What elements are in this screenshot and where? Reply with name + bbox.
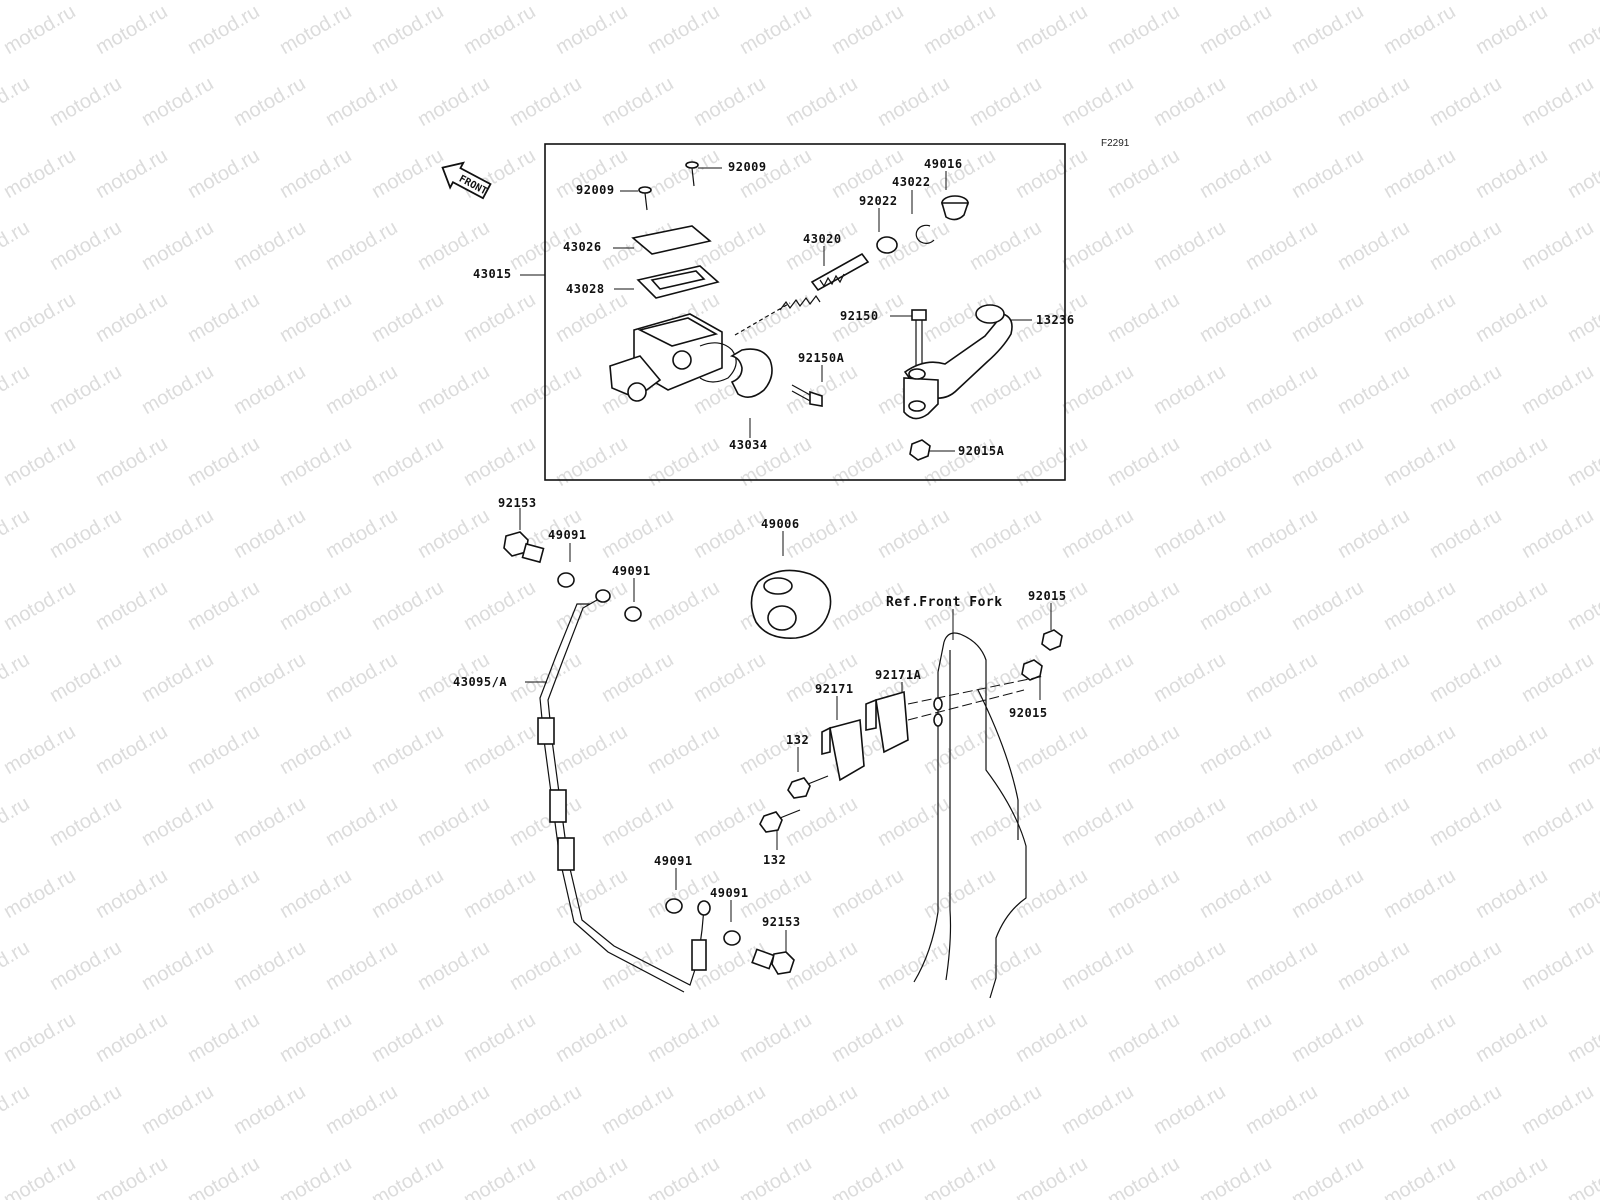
callout-49016[interactable]: 49016 xyxy=(924,157,963,171)
nut-part xyxy=(909,439,931,461)
dust-boot-part xyxy=(940,195,970,221)
callout-92015-a[interactable]: 92015 xyxy=(1028,589,1067,603)
bolt-part xyxy=(791,384,823,407)
callout-92150[interactable]: 92150 xyxy=(840,309,879,323)
callout-92009-b[interactable]: 92009 xyxy=(576,183,615,197)
callout-92015A[interactable]: 92015A xyxy=(958,444,1005,458)
circlip-part xyxy=(915,224,935,244)
figure-code: F2291 xyxy=(1101,138,1130,149)
callout-92009-a[interactable]: 92009 xyxy=(728,160,767,174)
copper-washer-part xyxy=(624,606,642,622)
callout-13236[interactable]: 13236 xyxy=(1036,313,1075,327)
callout-92150A[interactable]: 92150A xyxy=(798,351,845,365)
clutch-lever-part xyxy=(903,304,1013,420)
callout-49091-d[interactable]: 49091 xyxy=(710,886,749,900)
banjo-bolt-part xyxy=(503,531,545,564)
copper-washer-part xyxy=(723,930,741,946)
copper-washer-part xyxy=(557,572,575,588)
callout-49091-b[interactable]: 49091 xyxy=(612,564,651,578)
callout-92171A[interactable]: 92171A xyxy=(875,668,922,682)
leader-lines xyxy=(519,167,1052,954)
callout-49091-c[interactable]: 49091 xyxy=(654,854,693,868)
bolt-part xyxy=(759,775,829,833)
callout-92153-b[interactable]: 92153 xyxy=(762,915,801,929)
piston-spring-part xyxy=(734,252,870,336)
callout-43020[interactable]: 43020 xyxy=(803,232,842,246)
nut-part xyxy=(1021,659,1043,681)
hose-clamp-part xyxy=(821,690,909,782)
callout-132-a[interactable]: 132 xyxy=(786,733,810,747)
diaphragm-part xyxy=(636,265,720,299)
callout-43026[interactable]: 43026 xyxy=(563,240,602,254)
callout-132-b[interactable]: 132 xyxy=(763,853,787,867)
callout-92015-b[interactable]: 92015 xyxy=(1009,706,1048,720)
reservoir-cap-part xyxy=(631,225,712,255)
copper-washer-part xyxy=(665,898,683,914)
pivot-bolt-part xyxy=(911,309,927,366)
callout-ref-front-fork[interactable]: Ref.Front Fork xyxy=(886,595,1003,610)
nut-part xyxy=(1041,629,1063,651)
washer-part xyxy=(876,236,898,254)
callout-43028[interactable]: 43028 xyxy=(566,282,605,296)
front-arrow-icon: FRONT xyxy=(441,161,492,200)
callout-49006[interactable]: 49006 xyxy=(761,517,800,531)
clutch-hose-part xyxy=(537,589,711,993)
clamp-part xyxy=(729,348,773,398)
callout-92022[interactable]: 92022 xyxy=(859,194,898,208)
master-cylinder-assembly-frame xyxy=(544,143,1066,481)
lever-cover-part xyxy=(750,569,832,639)
callout-49091-a[interactable]: 49091 xyxy=(548,528,587,542)
callout-43034[interactable]: 43034 xyxy=(729,438,768,452)
front-fork-part xyxy=(907,632,1045,999)
callout-43015[interactable]: 43015 xyxy=(473,267,512,281)
callout-43022[interactable]: 43022 xyxy=(892,175,931,189)
callout-92153-a[interactable]: 92153 xyxy=(498,496,537,510)
banjo-bolt-part xyxy=(751,948,795,975)
callout-43095[interactable]: 43095/A xyxy=(453,675,508,689)
callout-92171[interactable]: 92171 xyxy=(815,682,854,696)
master-cylinder-body-part xyxy=(609,313,737,402)
screw-part xyxy=(638,161,699,211)
